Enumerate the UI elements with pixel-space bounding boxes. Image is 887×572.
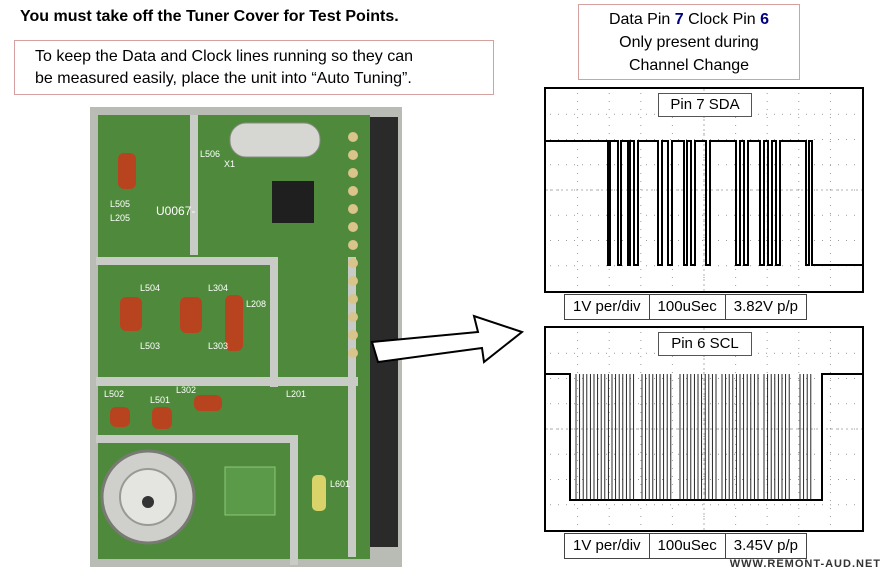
scope-sda-screen [546, 89, 862, 291]
board-label-l504: L504 [140, 283, 160, 293]
scope-scl-screen [546, 328, 862, 530]
board-label-l501: L501 [150, 395, 170, 405]
clock-pin-label: Clock Pin [688, 11, 756, 28]
scl-time-per-div: 100uSec [650, 534, 726, 558]
sda-waveform [546, 140, 862, 266]
clock-pin-number: 6 [760, 11, 770, 28]
board-label-l302: L302 [176, 385, 196, 395]
board-label-l601: L601 [330, 479, 350, 489]
scl-pulse-group [575, 374, 812, 500]
scope-scl-title: Pin 6 SCL [658, 332, 752, 356]
sda-time-per-div: 100uSec [650, 295, 726, 319]
board-label-l208: L208 [246, 299, 266, 309]
sda-volts-per-div: 1V per/div [565, 295, 650, 319]
pin-note-line-3: Channel Change [628, 57, 750, 74]
pin-note-box: Data Pin 7 Clock Pin 6 Only present duri… [578, 4, 800, 80]
board-label-x1: X1 [224, 159, 235, 169]
tuner-board-photo: L505 L506 L205 X1 U0067- L504 L503 L304 … [90, 107, 402, 567]
pin-note-line-2: Only present during [619, 34, 759, 51]
data-pin-label: Data Pin [608, 11, 671, 28]
instruction-line-2: be measured easily, place the unit into … [35, 70, 412, 87]
board-label-l205: L205 [110, 213, 130, 223]
scl-volts-per-div: 1V per/div [565, 534, 650, 558]
pin-note-line-1: Data Pin 7 Clock Pin 6 [579, 8, 799, 31]
board-label-l502: L502 [104, 389, 124, 399]
pointer-arrow-icon [370, 314, 525, 364]
board-label-l201: L201 [286, 389, 306, 399]
scope-sda-title: Pin 7 SDA [658, 93, 752, 117]
scope-scl: Pin 6 SCL [544, 326, 864, 532]
instruction-line-1: To keep the Data and Clock lines running… [35, 48, 414, 65]
instruction-box: To keep the Data and Clock lines running… [14, 40, 494, 95]
board-label-l303: L303 [208, 341, 228, 351]
board-label-l304: L304 [208, 283, 228, 293]
board-label-l505: L505 [110, 199, 130, 209]
page-heading: You must take off the Tuner Cover for Te… [20, 8, 399, 25]
sda-peak-to-peak: 3.82V p/p [733, 298, 798, 315]
scope-sda: Pin 7 SDA [544, 87, 864, 293]
board-label-l506: L506 [200, 149, 220, 159]
watermark-text: WWW.REMONT-AUD.NET [729, 558, 881, 570]
board-label-l503: L503 [140, 341, 160, 351]
scl-peak-to-peak: 3.45V p/p [733, 537, 798, 554]
board-label-code: U0067- [156, 204, 195, 218]
scope-scl-settings: 1V per/div 100uSec 3.45V p/p [564, 533, 807, 559]
data-pin-number: 7 [674, 11, 684, 28]
scope-sda-settings: 1V per/div 100uSec 3.82V p/p [564, 294, 807, 320]
scl-waveform [546, 373, 862, 501]
